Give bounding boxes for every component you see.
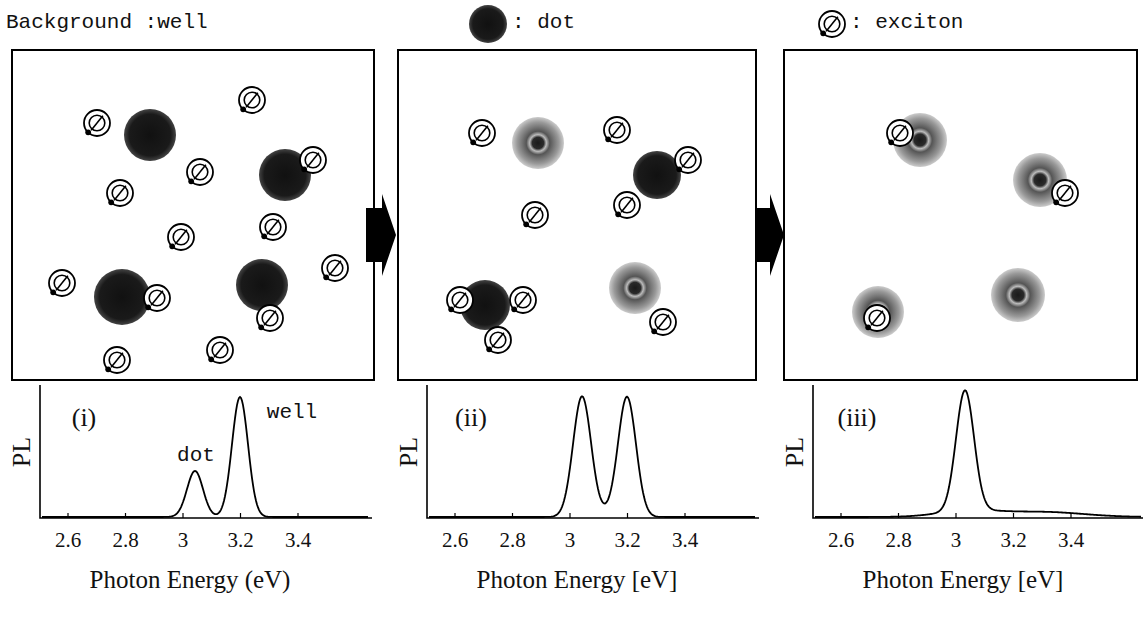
axes xyxy=(813,385,1143,518)
legend-text: : dot xyxy=(512,12,575,33)
quantum-dot xyxy=(633,151,681,199)
spectrum-plot xyxy=(427,385,759,518)
chart-label: 3.2 xyxy=(1000,530,1026,551)
chart-label: Photon Energy (eV) xyxy=(90,567,291,592)
quantum-dot xyxy=(94,269,150,325)
tick xyxy=(1013,513,1014,518)
chart-label: 2.8 xyxy=(499,530,525,551)
chart-label: (i) xyxy=(72,405,97,431)
exciton-symbol xyxy=(107,180,133,206)
chart-label: 3 xyxy=(951,530,962,551)
axes xyxy=(40,385,372,518)
tick xyxy=(569,513,570,518)
quantum-dots xyxy=(94,109,1067,338)
quantum-dot xyxy=(124,109,176,161)
exciton-symbol xyxy=(819,11,845,37)
chart-label: Photon Energy [eV] xyxy=(863,567,1064,592)
step-arrows xyxy=(366,194,784,276)
annotation: Background :well xyxy=(6,12,208,33)
quantum-dot xyxy=(512,117,564,169)
axis-title: PL xyxy=(396,437,422,467)
exciton-symbol xyxy=(675,147,701,173)
exciton-symbol xyxy=(864,305,890,331)
exciton-symbol xyxy=(84,110,110,136)
exciton-symbol xyxy=(469,120,495,146)
chart-label: 3.4 xyxy=(1058,530,1084,551)
pl-curve xyxy=(429,396,755,517)
panel-frames xyxy=(12,50,1137,380)
axis-title: PL xyxy=(9,437,35,467)
exciton-symbol xyxy=(260,214,286,240)
chart-label: 3.2 xyxy=(614,530,640,551)
exciton-symbol xyxy=(510,287,536,313)
chart-label: 2.6 xyxy=(828,530,854,551)
axis-title: PL xyxy=(782,437,808,467)
exciton-symbol xyxy=(168,224,194,250)
exciton-symbol xyxy=(614,192,640,218)
tick xyxy=(955,513,956,518)
chart-label: Photon Energy [eV] xyxy=(477,567,678,592)
exciton-symbol xyxy=(257,305,283,331)
excitons xyxy=(49,87,1078,373)
legend-text: : exciton xyxy=(850,12,963,33)
pl-curve xyxy=(42,397,368,517)
chart-label: 2.8 xyxy=(885,530,911,551)
chart-label: 3.2 xyxy=(227,530,253,551)
annotation: well xyxy=(267,402,317,423)
exciton-symbol xyxy=(1052,180,1078,206)
tick xyxy=(627,513,628,518)
exciton-symbol xyxy=(650,309,676,335)
annotation: dot xyxy=(177,445,215,466)
quantum-dot xyxy=(991,268,1045,322)
chart-label: 2.6 xyxy=(55,530,81,551)
exciton-symbol xyxy=(187,159,213,185)
quantum-dot xyxy=(609,262,661,314)
exciton-symbol xyxy=(49,270,75,296)
chart-label: 3.4 xyxy=(285,530,311,551)
exciton-symbol xyxy=(207,337,233,363)
quantum-dot xyxy=(852,286,904,338)
chart-label: 3 xyxy=(565,530,576,551)
chart-label: 2.6 xyxy=(442,530,468,551)
quantum-dot xyxy=(236,259,288,311)
exciton-symbol xyxy=(604,117,630,143)
exciton-symbol xyxy=(485,327,511,353)
exciton-symbol xyxy=(522,202,548,228)
chart-label: 3.4 xyxy=(672,530,698,551)
exciton-symbol xyxy=(322,255,348,281)
chart-label: (iii) xyxy=(838,405,877,431)
exciton-symbol xyxy=(104,347,130,373)
legend-samples xyxy=(469,5,845,43)
exciton-symbol xyxy=(447,287,473,313)
exciton-symbol xyxy=(887,120,913,146)
exciton-symbol xyxy=(300,147,326,173)
pl-curve xyxy=(815,390,1141,517)
axes xyxy=(427,385,759,518)
exciton-symbol xyxy=(239,87,265,113)
spectrum-plot xyxy=(813,385,1143,518)
tick xyxy=(182,513,183,518)
tick xyxy=(240,513,241,518)
dot-sample xyxy=(469,5,507,43)
chart-label: 2.8 xyxy=(112,530,138,551)
spectrum-plot xyxy=(40,385,372,518)
chart-label: 3 xyxy=(178,530,189,551)
chart-label: (ii) xyxy=(455,405,487,431)
exciton-symbol xyxy=(144,285,170,311)
